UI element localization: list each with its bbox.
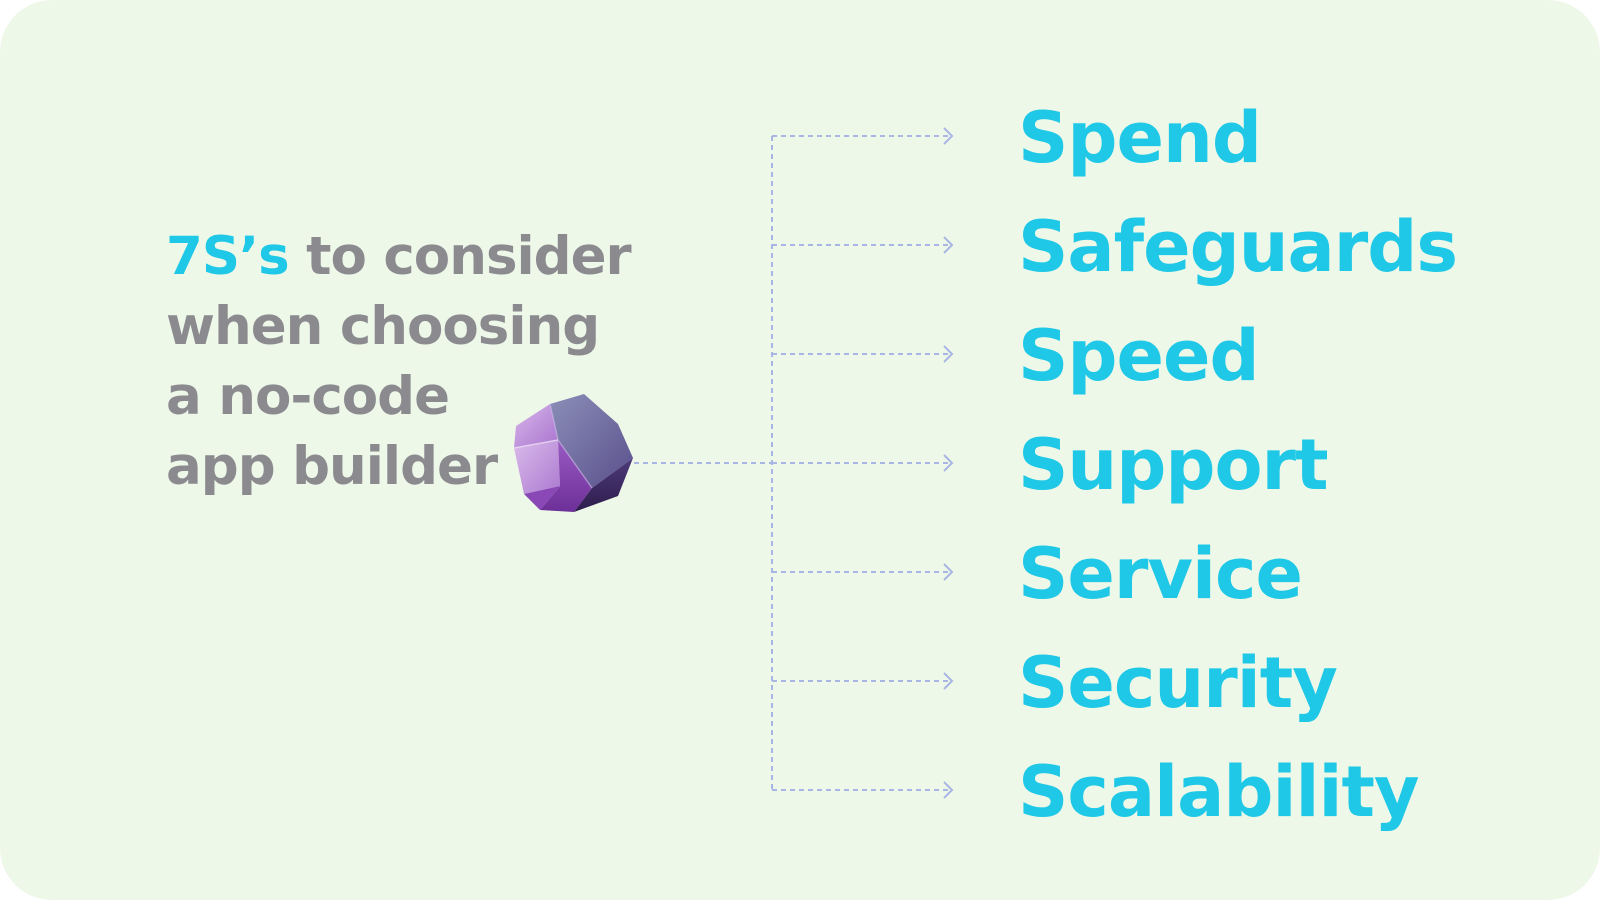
headline: 7S’s to consider when choosing a no-code… bbox=[166, 222, 646, 502]
item-scalability: Scalability bbox=[1018, 751, 1420, 833]
chevron-right-arrow-icon bbox=[943, 672, 954, 690]
chevron-right-arrow-icon bbox=[943, 454, 954, 472]
headline-line-2: when choosing bbox=[166, 296, 600, 357]
item-security: Security bbox=[1018, 642, 1338, 724]
headline-line-4: app builder bbox=[166, 436, 498, 497]
chevron-right-arrow-icon bbox=[943, 236, 954, 254]
item-service: Service bbox=[1018, 533, 1303, 615]
item-safeguards: Safeguards bbox=[1018, 206, 1458, 288]
headline-accent: 7S’s bbox=[166, 226, 290, 287]
headline-line-1-rest: to consider bbox=[288, 226, 632, 287]
item-speed: Speed bbox=[1018, 315, 1260, 397]
item-support: Support bbox=[1018, 424, 1329, 506]
headline-line-3: a no-code bbox=[166, 366, 450, 427]
item-spend: Spend bbox=[1018, 97, 1262, 179]
chevron-right-arrow-icon bbox=[943, 563, 954, 581]
chevron-right-arrow-icon bbox=[943, 345, 954, 363]
headline-line-1: 7S’s to consider bbox=[166, 222, 646, 292]
chevron-right-arrow-icon bbox=[943, 781, 954, 799]
chevron-right-arrow-icon bbox=[943, 127, 954, 145]
